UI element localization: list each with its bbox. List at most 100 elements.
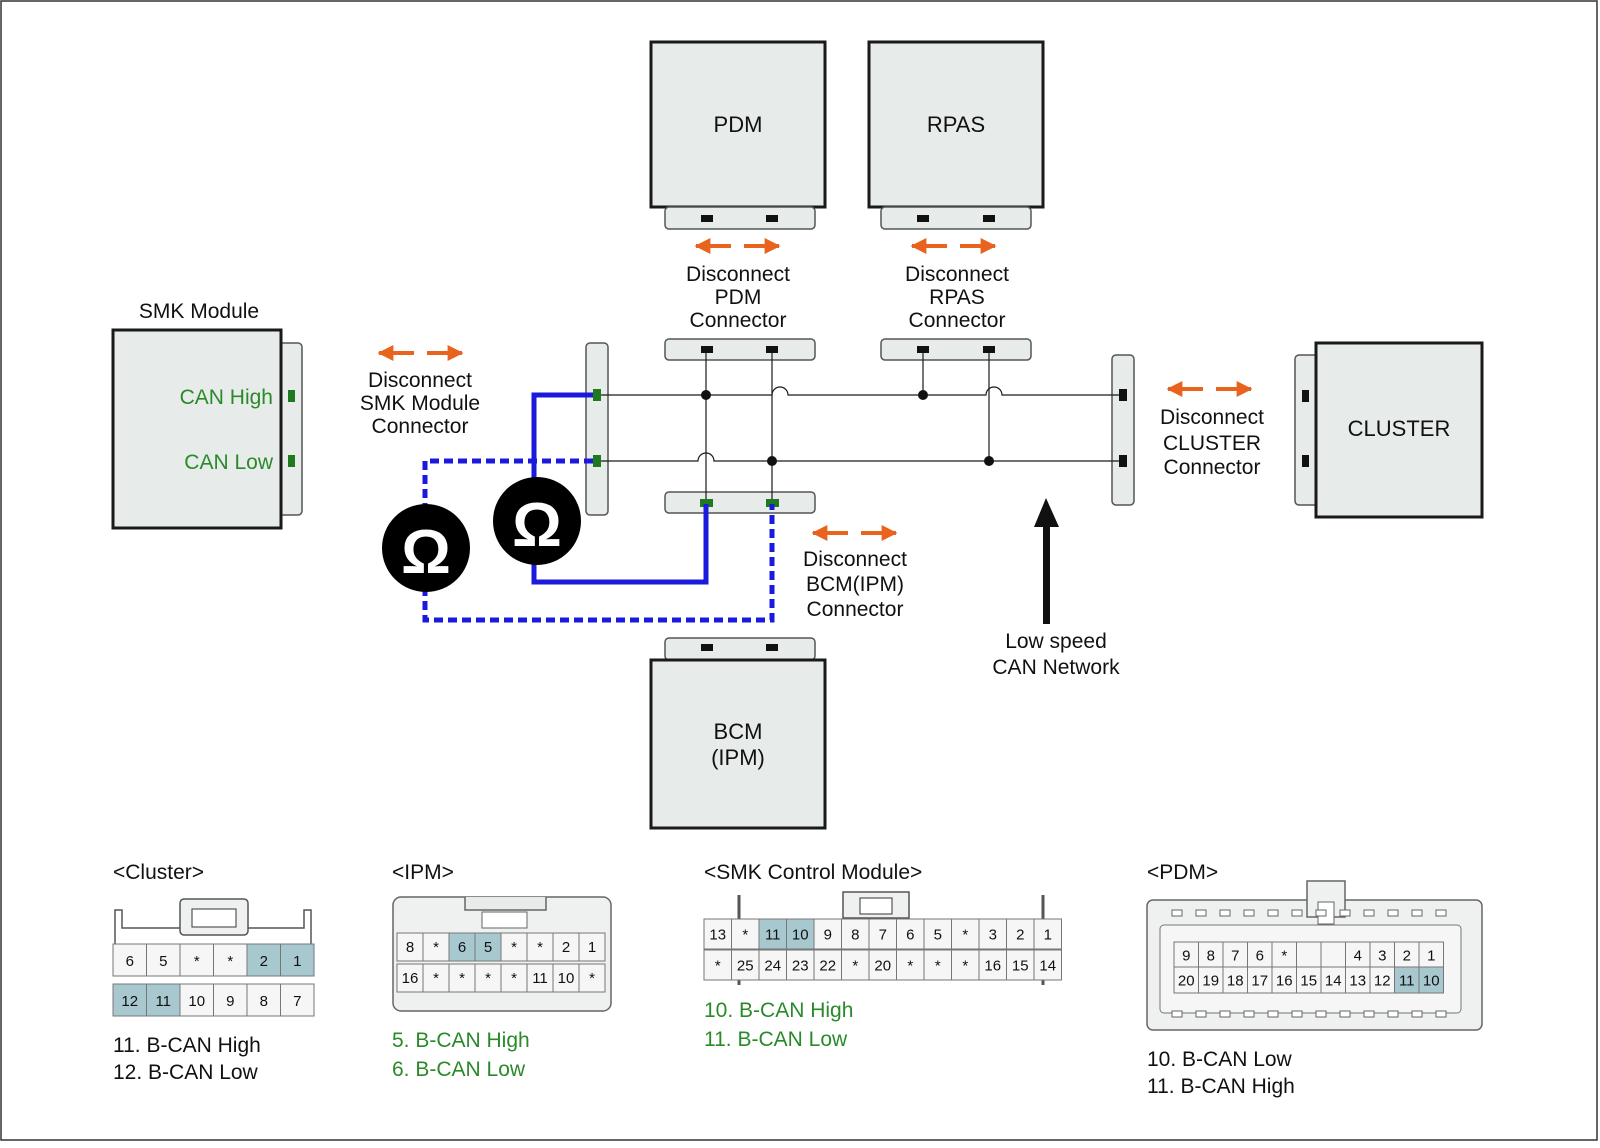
pin-cell: [422, 932, 450, 962]
pin-cell: [703, 949, 732, 981]
pin-cell: [841, 918, 870, 950]
bcm-label-line1: BCM: [714, 719, 763, 744]
pin-cell: [179, 943, 214, 977]
rpas-disconnect-line3: Connector: [909, 309, 1006, 332]
pdm-disconnect-line2: PDM: [715, 286, 762, 309]
pin-label: 10: [1423, 972, 1440, 989]
pin-label: 16: [1276, 972, 1293, 989]
pin-cell: [841, 949, 870, 981]
pin-label: *: [1281, 947, 1287, 964]
pin-label: 10: [792, 926, 809, 943]
pin-cell: [1369, 941, 1395, 969]
pin-label: 14: [1039, 957, 1056, 974]
pin-cell: [578, 932, 606, 962]
pin-label: 8: [260, 993, 268, 1010]
network-label-line1: Low speed: [1005, 630, 1107, 653]
pin-label: *: [511, 970, 517, 987]
pin-label: 9: [824, 926, 832, 943]
latch-tick: [1243, 909, 1255, 917]
cluster-disconnect-line1: Disconnect: [1160, 406, 1264, 429]
pin-cell: [731, 949, 760, 981]
pin-label: *: [962, 957, 968, 974]
pin-label: 22: [819, 957, 836, 974]
ipm-note-2: 6. B-CAN Low: [392, 1058, 526, 1081]
pin-cell: [1369, 966, 1395, 994]
pin-label: *: [227, 953, 233, 970]
pin-cell: [703, 918, 732, 950]
latch-tick: [1339, 909, 1351, 917]
bcm-disconnect-label: Disconnect BCM(IPM) Connector: [803, 548, 907, 621]
pin-cell: [896, 949, 925, 981]
pin-label: *: [537, 939, 543, 956]
pdm-pinout-title: <PDM>: [1147, 861, 1218, 884]
latch-tick: [1171, 1010, 1183, 1018]
pdm-module: PDM: [649, 40, 827, 230]
pin-cell: [923, 918, 952, 950]
pin-cell: [1006, 949, 1035, 981]
pin-label: 3: [989, 926, 997, 943]
smk-can-low-label: CAN Low: [184, 451, 274, 474]
pin-cell: [112, 943, 147, 977]
pin-label: 11: [1399, 972, 1415, 989]
pin-label: 10: [558, 970, 575, 987]
latch-tick: [1243, 1010, 1255, 1018]
pin-cell: [1033, 949, 1062, 981]
smk-note-2: 11. B-CAN Low: [704, 1028, 848, 1051]
latch-tick: [1267, 1010, 1279, 1018]
cluster-note-1: 11. B-CAN High: [113, 1034, 261, 1057]
pin-label: 19: [1202, 972, 1219, 989]
pin-label: 10: [188, 993, 205, 1010]
pin-label: 2: [1403, 947, 1411, 964]
pin-label: 6: [458, 939, 466, 956]
pin-label: 5: [934, 926, 942, 943]
latch-tick: [1315, 909, 1327, 917]
ohmmeter-can-high: Ω: [493, 477, 581, 565]
ipm-note-1: 5. B-CAN High: [392, 1029, 530, 1052]
pdm-note-2: 11. B-CAN High: [1147, 1075, 1295, 1098]
pin-cell: [179, 983, 214, 1017]
latch-tick: [1411, 1010, 1423, 1018]
pin-label: 15: [1300, 972, 1317, 989]
pdm-label: PDM: [714, 112, 763, 137]
pin-cell: [1247, 966, 1273, 994]
pin-label: *: [907, 957, 913, 974]
can-bus-wiring: [601, 353, 1119, 499]
pin-cell: [1222, 966, 1248, 994]
smk-can-high-label: CAN High: [180, 386, 273, 409]
pin-label: 20: [1178, 972, 1195, 989]
pin-label: 3: [1378, 947, 1386, 964]
pin-label: *: [459, 970, 465, 987]
smk-disconnect-line1: Disconnect: [368, 369, 472, 392]
pin-label: 18: [1227, 972, 1244, 989]
pin-label: 16: [984, 957, 1001, 974]
pin-label: 12: [1374, 972, 1391, 989]
cluster-disconnect-label: Disconnect CLUSTER Connector: [1160, 406, 1264, 479]
pin-cell: [213, 983, 248, 1017]
pin-cell: [1222, 941, 1248, 969]
pin-cell: [813, 918, 842, 950]
rpas-disconnect-line2: RPAS: [929, 286, 985, 309]
disconnect-arrows: [377, 238, 1253, 541]
pin-cell: [396, 963, 424, 993]
pin-label: 8: [406, 939, 414, 956]
smk-disconnect-line2: SMK Module: [360, 392, 480, 415]
pin-label: 2: [260, 953, 268, 970]
latch-tick: [1363, 1010, 1375, 1018]
pin-cell: [1247, 941, 1273, 969]
pin-label: 16: [402, 970, 419, 987]
ohm-icon: Ω: [512, 491, 562, 560]
pin-label: 13: [709, 926, 726, 943]
pin-cell: [500, 963, 528, 993]
pin-label: 11: [532, 970, 548, 987]
bcm-disconnect-line2: BCM(IPM): [806, 573, 904, 596]
pin-cell: [786, 949, 815, 981]
bcm-mating-connector: [664, 491, 816, 514]
pin-label: *: [589, 970, 595, 987]
pin-label: *: [433, 939, 439, 956]
rpas-disconnect-label: Disconnect RPAS Connector: [905, 263, 1009, 332]
pin-cell: [500, 932, 528, 962]
cluster-disconnect-line3: Connector: [1164, 456, 1261, 479]
pdm-mating-connector: [664, 338, 816, 361]
